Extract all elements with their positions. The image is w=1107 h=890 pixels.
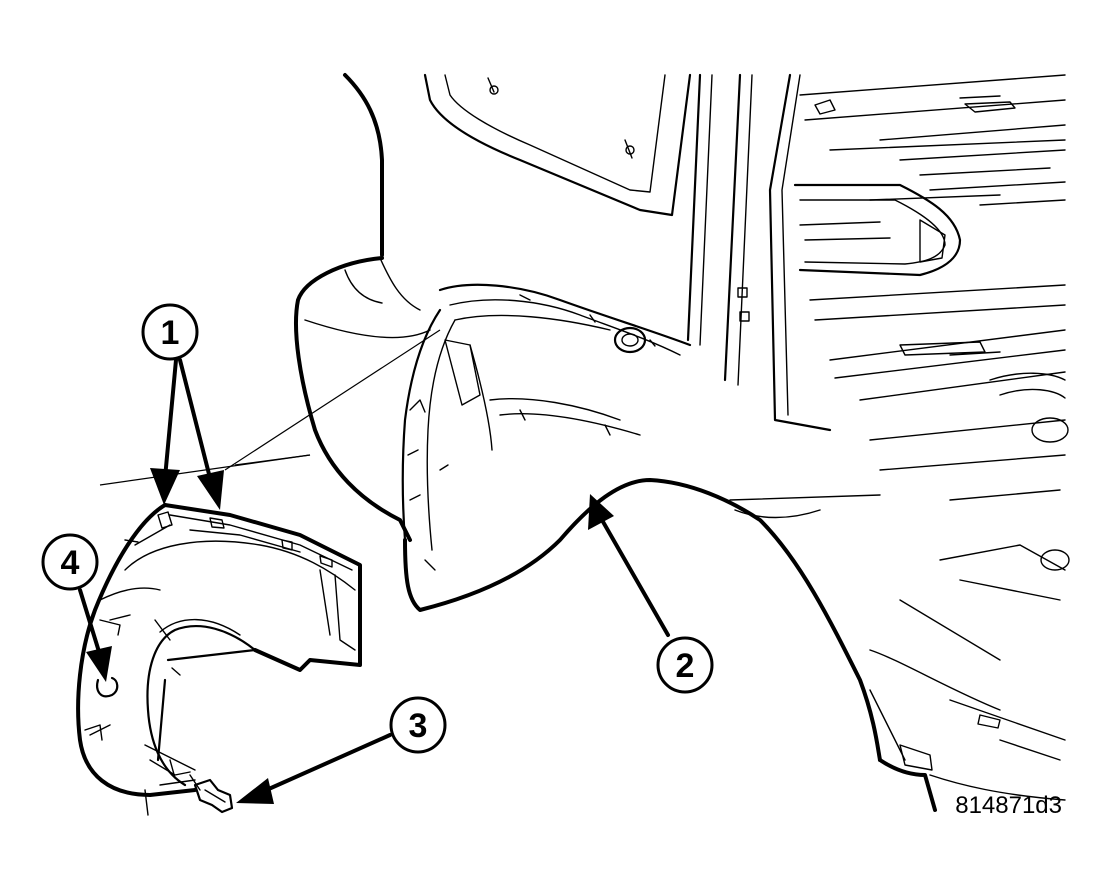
arrowhead-2 <box>588 494 614 530</box>
arrowhead-3 <box>236 778 274 804</box>
callout-arrows <box>78 358 670 804</box>
callout-2-label: 2 <box>676 647 695 685</box>
push-pin-fastener <box>189 774 234 814</box>
callout-4-label: 4 <box>61 544 80 582</box>
callout-1-label: 1 <box>161 314 180 352</box>
callout-1: 1 <box>141 303 199 361</box>
arrowhead-4 <box>86 646 112 682</box>
arrowhead-1a <box>150 468 180 505</box>
vehicle-body <box>294 73 1070 812</box>
callout-4: 4 <box>41 533 99 591</box>
arrowhead-1b <box>197 470 224 510</box>
figure-id: 814871d3 <box>955 792 1062 819</box>
callout-2: 2 <box>656 636 714 694</box>
alignment-leaders <box>99 329 441 486</box>
wheel-flare-part <box>76 503 362 816</box>
callout-3: 3 <box>389 696 447 754</box>
callout-3-label: 3 <box>409 707 428 745</box>
